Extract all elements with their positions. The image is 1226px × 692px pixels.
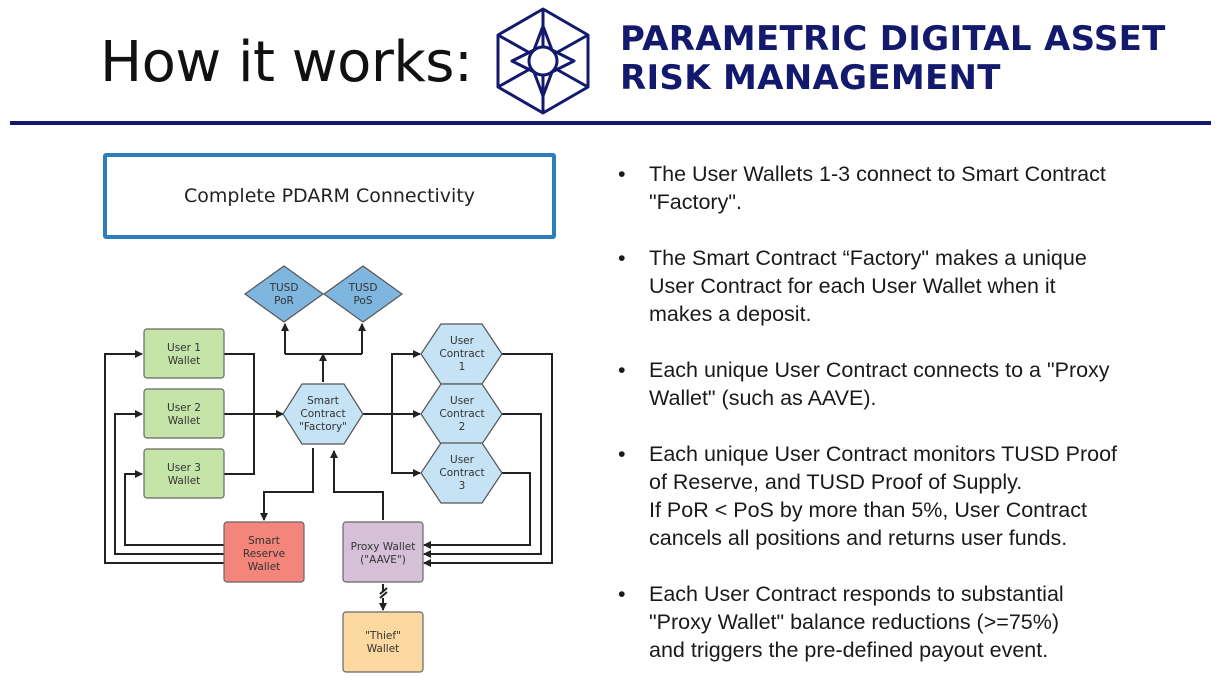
bullet-line: Each User Contract responds to substanti…: [649, 582, 1064, 606]
user-contract-3-node: User Contract 3: [420, 442, 503, 504]
user-2-wallet-node: User 2 Wallet: [143, 388, 225, 439]
bullet-line: Wallet" (such as AAVE).: [649, 386, 877, 410]
tusd-por-node: TUSD PoR: [243, 265, 325, 323]
uc2-label-2: Contract: [439, 408, 484, 420]
uc2-label-3: 2: [459, 421, 466, 433]
proxy-wallet-node: Proxy Wallet ("AAVE"): [342, 521, 424, 583]
uc1-label-1: User: [450, 335, 475, 347]
explanation-bullets: • The User Wallets 1-3 connect to Smart …: [618, 160, 1178, 692]
bullet-item: • Each unique User Contract connects to …: [618, 356, 1178, 412]
reserve-label-2: Reserve: [243, 548, 285, 560]
user-3-wallet-label-2: Wallet: [168, 475, 201, 487]
bullet-line: of Reserve, and TUSD Proof of Supply.: [649, 470, 1023, 494]
proxy-label-1: Proxy Wallet: [351, 541, 416, 553]
tusd-por-label-1: TUSD: [269, 282, 299, 294]
thief-wallet-node: "Thief" Wallet: [342, 611, 424, 673]
bullet-dot: •: [618, 358, 626, 382]
user-2-wallet-label-2: Wallet: [168, 415, 201, 427]
tusd-pos-label-2: PoS: [353, 295, 372, 307]
brand-line-2: RISK MANAGEMENT: [620, 58, 1001, 98]
bullet-line: cancels all positions and returns user f…: [649, 526, 1068, 550]
uc2-label-1: User: [450, 395, 475, 407]
factory-label-2: Contract: [300, 408, 345, 420]
uc3-label-2: Contract: [439, 467, 484, 479]
bullet-dot: •: [618, 246, 626, 270]
page-title: How it works:: [100, 30, 473, 95]
tusd-pos-label-1: TUSD: [348, 282, 378, 294]
user-2-wallet-label-1: User 2: [167, 402, 201, 414]
proxy-label-2: ("AAVE"): [360, 554, 406, 566]
thief-label-2: Wallet: [367, 643, 400, 655]
bullet-line: The User Wallets 1-3 connect to Smart Co…: [649, 162, 1106, 186]
user-contract-2-node: User Contract 2: [420, 383, 503, 445]
diagram-title: Complete PDARM Connectivity: [183, 185, 476, 207]
bullet-line: "Proxy Wallet" balance reductions (>=75%…: [649, 610, 1060, 634]
tusd-por-label-2: PoR: [274, 295, 294, 307]
uc1-label-2: Contract: [439, 348, 484, 360]
user-contract-1-node: User Contract 1: [420, 323, 503, 385]
smart-contract-factory-node: Smart Contract "Factory": [282, 383, 364, 445]
user-1-wallet-label-2: Wallet: [168, 355, 201, 367]
bullet-dot: •: [618, 162, 626, 186]
reserve-label-3: Wallet: [248, 561, 281, 573]
user-1-wallet-label-1: User 1: [167, 342, 201, 354]
bullet-line: The Smart Contract “Factory" makes a uni…: [649, 246, 1087, 270]
bullet-dot: •: [618, 442, 626, 466]
user-3-wallet-label-1: User 3: [167, 462, 201, 474]
bullet-line: Each unique User Contract connects to a …: [649, 358, 1110, 382]
factory-label-3: "Factory": [299, 421, 347, 433]
reserve-label-1: Smart: [248, 535, 280, 547]
bullet-line: If PoR < PoS by more than 5%, User Contr…: [649, 498, 1087, 522]
user-3-wallet-node: User 3 Wallet: [143, 448, 225, 499]
bullet-item: • Each unique User Contract monitors TUS…: [618, 440, 1178, 552]
bullet-line: User Contract for each User Wallet when …: [649, 274, 1056, 298]
uc3-label-3: 3: [459, 480, 466, 492]
bullet-item: • The Smart Contract “Factory" makes a u…: [618, 244, 1178, 328]
hexagon-star-logo: [496, 7, 590, 115]
bullet-dot: •: [618, 582, 626, 606]
header-divider: [10, 121, 1211, 125]
bullet-item: • The User Wallets 1-3 connect to Smart …: [618, 160, 1178, 216]
bullet-line: Each unique User Contract monitors TUSD …: [649, 442, 1118, 466]
bullet-item: • Each User Contract responds to substan…: [618, 580, 1178, 664]
diagram-title-box: Complete PDARM Connectivity: [103, 153, 556, 239]
bullet-line: and triggers the pre-defined payout even…: [649, 638, 1049, 662]
bullet-line: makes a deposit.: [649, 302, 812, 326]
uc3-label-1: User: [450, 454, 475, 466]
brand-name: PARAMETRIC DIGITAL ASSET RISK MANAGEMENT: [620, 20, 1166, 98]
thief-label-1: "Thief": [365, 630, 401, 642]
connector-lines: [104, 323, 553, 611]
bullet-line: "Factory".: [649, 190, 742, 214]
factory-label-1: Smart: [307, 395, 339, 407]
user-1-wallet-node: User 1 Wallet: [143, 328, 225, 379]
brand-line-1: PARAMETRIC DIGITAL ASSET: [620, 19, 1166, 59]
uc1-label-3: 1: [459, 361, 466, 373]
tusd-pos-node: TUSD PoS: [322, 265, 404, 323]
smart-reserve-wallet-node: Smart Reserve Wallet: [223, 521, 305, 583]
